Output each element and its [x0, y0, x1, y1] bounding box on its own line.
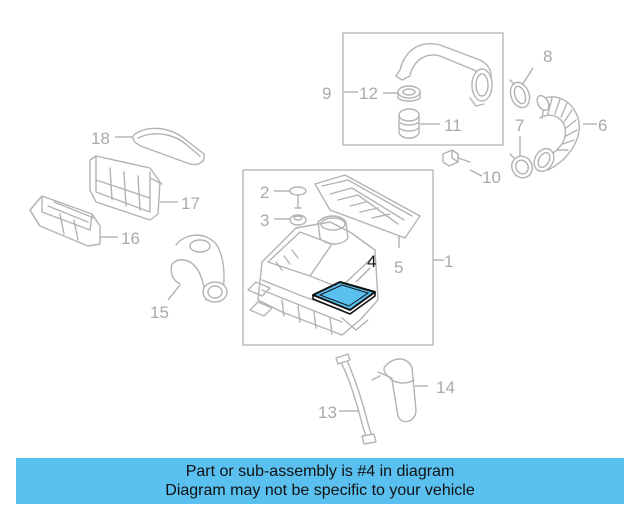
- snorkel-part-16[interactable]: [29, 195, 101, 247]
- callout-13[interactable]: 13: [318, 403, 337, 422]
- intake-elbow-part-15[interactable]: [170, 234, 228, 303]
- callout-18[interactable]: 18: [91, 129, 110, 148]
- callout-numbers: 1 2 3 4 5 6 7 8 9 10 11 12 13 14 15 16 1…: [91, 47, 607, 422]
- callout-3[interactable]: 3: [260, 211, 269, 230]
- callout-7[interactable]: 7: [515, 116, 524, 135]
- callout-14[interactable]: 14: [436, 378, 455, 397]
- main-group-box: [242, 169, 434, 346]
- bolt-part-10[interactable]: [442, 149, 471, 167]
- resonator-part-17[interactable]: [89, 155, 163, 221]
- callout-17[interactable]: 17: [181, 194, 200, 213]
- air-cleaner-lid-part-5[interactable]: [314, 174, 421, 239]
- callout-5[interactable]: 5: [394, 258, 403, 277]
- callout-11[interactable]: 11: [444, 116, 462, 135]
- parts-diagram: 1 2 3 4 5 6 7 8 9 10 11 12 13 14 15 16 1…: [29, 32, 607, 445]
- callout-6[interactable]: 6: [598, 116, 607, 135]
- outlet-hose-part-14[interactable]: [371, 358, 417, 423]
- clamp-part-12[interactable]: [397, 85, 421, 102]
- hose-clamp-part-7[interactable]: [508, 152, 536, 181]
- air-cleaner-housing-part-1[interactable]: [247, 215, 379, 336]
- intake-duct-part-9[interactable]: [395, 43, 493, 107]
- leader-lines: [100, 67, 597, 412]
- callout-1[interactable]: 1: [444, 252, 453, 271]
- callout-15[interactable]: 15: [150, 303, 169, 322]
- callout-12[interactable]: 12: [359, 84, 378, 103]
- bolt-part-2[interactable]: [289, 186, 307, 209]
- grommet-part-3[interactable]: [289, 214, 307, 226]
- callout-16[interactable]: 16: [121, 229, 140, 248]
- upper-group-box: [342, 32, 504, 146]
- callout-2[interactable]: 2: [260, 183, 269, 202]
- sleeve-part-11[interactable]: [398, 108, 420, 139]
- callout-4[interactable]: 4: [367, 252, 376, 271]
- banner-line-disclaimer: Diagram may not be specific to your vehi…: [165, 482, 475, 499]
- breather-pipe-part-13[interactable]: [335, 353, 377, 445]
- banner-line-part-number: Part or sub-assembly is #4 in diagram: [185, 463, 455, 480]
- air-filter-part-4[interactable]: [312, 281, 376, 315]
- callout-8[interactable]: 8: [543, 47, 552, 66]
- callout-10[interactable]: 10: [482, 168, 501, 187]
- engine-cover-part-18[interactable]: [132, 127, 205, 166]
- hose-clamp-part-8[interactable]: [507, 79, 533, 111]
- corrugated-hose-part-6[interactable]: [530, 94, 580, 175]
- callout-9[interactable]: 9: [322, 84, 331, 103]
- info-banner: Part or sub-assembly is #4 in diagram Di…: [16, 458, 624, 504]
